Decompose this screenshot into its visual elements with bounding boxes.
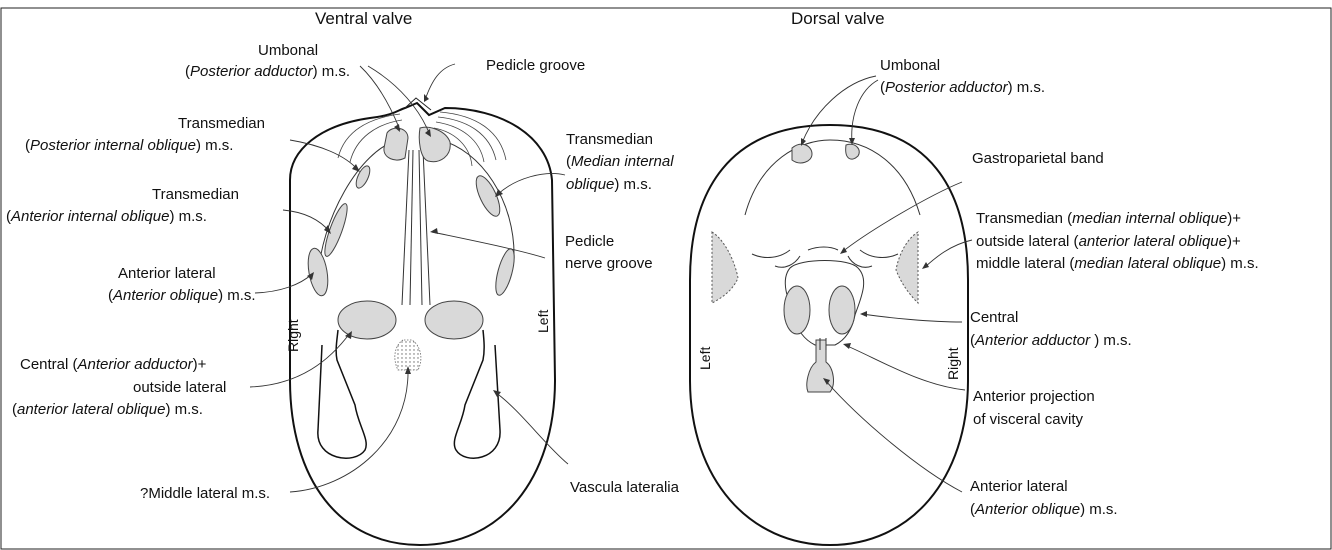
ventral-arc-line: [440, 140, 514, 260]
dorsal-inner-arc: [745, 140, 920, 215]
ventral-central-scar: [338, 301, 396, 339]
dorsal-umbonal-label: Umbonal: [880, 57, 940, 74]
pedicle-nerve-groove-line: [402, 150, 409, 305]
leader-line: [842, 182, 962, 252]
ventral-umbonal-scar: [419, 127, 450, 161]
leader-line: [255, 274, 312, 293]
dorsal-transmedian-label: Transmedian (median internal oblique)+: [976, 210, 1241, 227]
gastroparietal-band: [752, 247, 898, 267]
ventral-median-internal-oblique-scar: [471, 173, 504, 220]
ventral-transmedian-mio-label: Transmedian: [566, 131, 653, 148]
ventral-transmedian-pio-label: Transmedian: [178, 115, 265, 132]
dorsal-side-right-label: Right: [945, 347, 961, 380]
anterior-projection-label: Anterior projection: [973, 388, 1095, 405]
pedicle-nerve-groove-label: Pedicle: [565, 233, 614, 250]
dorsal-central-scar: [784, 286, 810, 334]
dorsal-valve-title: Dorsal valve: [791, 9, 885, 28]
vascula-lateralia-left: [454, 330, 500, 458]
dorsal-shell-outline: [690, 125, 968, 545]
ventral-central-line3: (anterior lateral oblique) m.s.: [12, 401, 203, 418]
ventral-anterior-lateral-label: Anterior lateral: [118, 265, 216, 282]
ventral-anterior-lateral-line2: (Anterior oblique) m.s.: [108, 287, 256, 304]
ventral-valve-title: Ventral valve: [315, 9, 412, 28]
dorsal-anterior-lateral-line2: (Anterior oblique) m.s.: [970, 501, 1118, 518]
pedicle-nerve-groove-line: [423, 150, 430, 305]
dorsal-transmedian-line2: outside lateral (anterior lateral obliqu…: [976, 233, 1241, 250]
vascula-lateralia-label: Vascula lateralia: [570, 479, 680, 496]
pedicle-groove-label: Pedicle groove: [486, 57, 585, 74]
dorsal-leader-lines: [802, 76, 972, 492]
pedicle-nerve-groove-line: [410, 150, 413, 305]
ventral-transmedian-aio-line2: (Anterior internal oblique) m.s.: [6, 208, 207, 225]
dorsal-transmedian-line3: middle lateral (median lateral oblique) …: [976, 255, 1259, 272]
ventral-labels: Umbonal (Posterior adductor) m.s. Pedicl…: [6, 42, 680, 502]
ventral-transmedian-mio-line2: (Median internal: [566, 153, 674, 170]
ventral-central-scar: [425, 301, 483, 339]
arrowhead: [860, 311, 867, 317]
dorsal-anterior-lateral-label: Anterior lateral: [970, 478, 1068, 495]
ventral-arc-line: [318, 140, 398, 280]
dorsal-umbonal-scar: [846, 144, 860, 159]
dorsal-central-label: Central: [970, 309, 1018, 326]
ventral-shell-outline: [290, 103, 555, 545]
dorsal-central-scar: [829, 286, 855, 334]
ventral-transmedian-aio-label: Transmedian: [152, 186, 239, 203]
leader-line: [802, 76, 876, 143]
dorsal-side-left-label: Left: [697, 347, 713, 370]
leader-line: [432, 232, 545, 258]
ventral-side-right-label: Right: [285, 319, 301, 352]
middle-lateral-label: ?Middle lateral m.s.: [140, 485, 270, 502]
arrowhead: [840, 247, 847, 254]
dorsal-labels: Umbonal (Posterior adductor) m.s. Gastro…: [880, 57, 1259, 518]
dorsal-transmedian-scar: [896, 232, 918, 303]
dorsal-umbonal-line2: (Posterior adductor) m.s.: [880, 79, 1045, 96]
pedicle-nerve-groove-line: [419, 150, 422, 305]
anterior-projection-line2: of visceral cavity: [973, 411, 1084, 428]
leader-line: [825, 380, 962, 492]
leader-line: [425, 64, 455, 100]
ventral-middle-lateral-scar: [395, 340, 421, 370]
ventral-umbonal-label: Umbonal: [258, 42, 318, 59]
dorsal-transmedian-scar: [712, 232, 738, 303]
leader-line: [360, 66, 400, 130]
pedicle-nerve-groove-line2: nerve groove: [565, 255, 653, 272]
leader-line: [290, 140, 358, 170]
ventral-transmedian-mio-line3: oblique) m.s.: [566, 176, 652, 193]
arrowhead: [495, 189, 503, 197]
vascula-lateralia-right: [318, 330, 366, 458]
leader-line: [495, 392, 568, 464]
leader-line: [862, 314, 962, 322]
ventral-side-left-label: Left: [535, 310, 551, 333]
gastroparietal-band-label: Gastroparietal band: [972, 150, 1104, 167]
arrowhead: [843, 343, 851, 349]
dorsal-central-line2: (Anterior adductor ) m.s.: [970, 332, 1132, 349]
leader-line: [497, 174, 565, 195]
ventral-central-label: Central (Anterior adductor)+: [20, 356, 207, 373]
leader-line: [852, 80, 878, 143]
dorsal-valve: Left Right: [690, 125, 968, 545]
dorsal-umbonal-scar: [792, 144, 812, 163]
arrowhead: [922, 262, 929, 269]
ventral-umbonal-line2: (Posterior adductor) m.s.: [185, 63, 350, 80]
arrowhead: [430, 228, 438, 234]
ventral-valve: Right Left: [285, 98, 555, 545]
ventral-umbonal-scar: [384, 128, 408, 160]
ventral-transmedian-pio-line2: (Posterior internal oblique) m.s.: [25, 137, 233, 154]
ventral-central-line2: outside lateral: [133, 379, 226, 396]
ventral-anterior-oblique-scar-left: [492, 247, 518, 297]
